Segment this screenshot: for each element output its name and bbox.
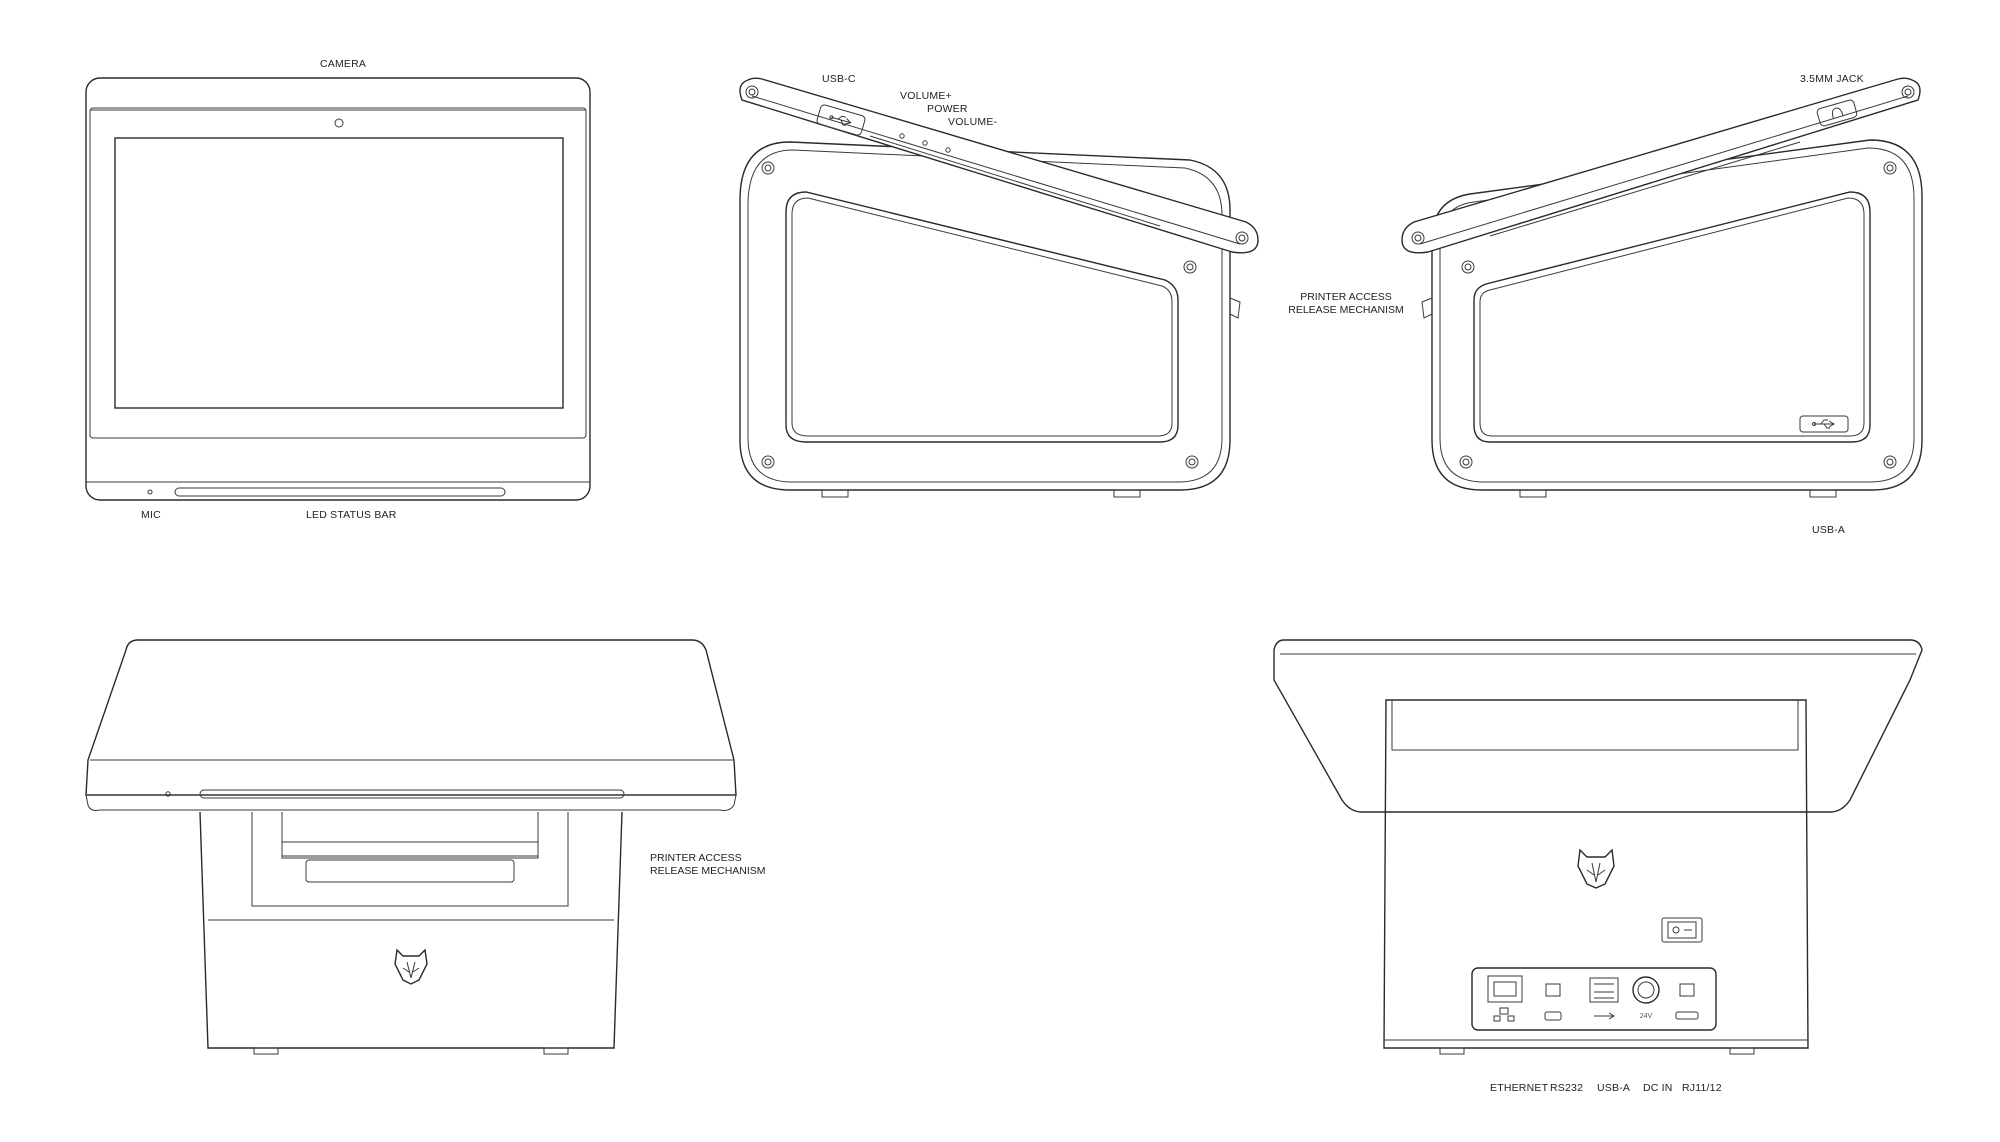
power-switch-icon	[1661, 917, 1703, 943]
left-side-view	[739, 77, 1259, 498]
volume-up-button	[899, 133, 905, 139]
led-status-bar-label: LED STATUS BAR	[306, 509, 397, 521]
mic-label: MIC	[141, 509, 161, 521]
headphone-icon	[1831, 107, 1844, 119]
usba-side-port	[1799, 415, 1849, 433]
led-status-bar-perspective	[199, 789, 625, 799]
rj11-label: RJ11/12	[1682, 1082, 1722, 1094]
usb-icon	[1594, 1012, 1615, 1020]
right-window	[1473, 191, 1871, 443]
usba-side-label: USB-A	[1812, 524, 1846, 536]
dcin-port	[1632, 976, 1660, 1004]
rear-view	[1273, 639, 1923, 1055]
right-side-view	[1401, 77, 1923, 498]
usba-rear-label: USB-A	[1597, 1082, 1631, 1094]
camera-icon	[334, 118, 344, 128]
printer-release-label-top: PRINTER ACCESS RELEASE MECHANISM	[1286, 291, 1406, 317]
rj11-port	[1679, 983, 1695, 997]
right-body	[1431, 139, 1923, 491]
usbc-label: USB-C	[822, 73, 856, 85]
rear-screen	[1273, 639, 1923, 813]
jack-port	[1816, 99, 1858, 127]
left-window	[785, 191, 1179, 443]
printer-release-line-1: PRINTER ACCESS	[650, 852, 742, 864]
usb-icon	[1812, 419, 1835, 429]
printer-release-line-2: RELEASE MECHANISM	[650, 865, 766, 877]
front-panel	[89, 107, 587, 439]
rs232-label: RS232	[1550, 1082, 1584, 1094]
printer-release-line-2: RELEASE MECHANISM	[1288, 304, 1404, 316]
perspective-screen	[85, 639, 737, 796]
usb-icon	[829, 115, 852, 126]
front-screen	[114, 137, 564, 409]
ethernet-icon	[1493, 1007, 1515, 1022]
volume-down-button	[945, 147, 951, 153]
right-tilted-screen	[1401, 77, 1921, 254]
led-status-bar	[174, 487, 506, 497]
power-label: POWER	[927, 103, 968, 115]
front-view	[85, 77, 591, 501]
usbc-port	[816, 104, 866, 136]
camera-label: CAMERA	[320, 58, 367, 70]
front-bezel	[85, 77, 591, 501]
brand-logo-icon	[1577, 848, 1615, 889]
ethernet-label: ETHERNET	[1490, 1082, 1549, 1094]
volume-up-label: VOLUME+	[900, 90, 952, 102]
jack-label: 3.5MM JACK	[1800, 73, 1864, 85]
left-body	[739, 141, 1231, 491]
front-perspective-view	[85, 639, 737, 1055]
printer-release-line-1: PRINTER ACCESS	[1300, 291, 1392, 303]
rear-port-panel	[1471, 967, 1717, 1031]
rs232-port	[1545, 983, 1561, 997]
brand-logo-icon	[394, 948, 428, 985]
left-tilted-screen	[739, 77, 1259, 254]
volume-down-label: VOLUME-	[948, 116, 998, 128]
usba-rear-port	[1589, 977, 1619, 1003]
printer-release-label-bottom: PRINTER ACCESS RELEASE MECHANISM	[650, 852, 766, 878]
ethernet-port	[1487, 975, 1523, 1003]
dcin-label: DC IN	[1643, 1082, 1673, 1094]
voltage-text: 24V	[1640, 1013, 1653, 1020]
power-button	[922, 140, 928, 146]
mic-hole	[147, 489, 153, 495]
